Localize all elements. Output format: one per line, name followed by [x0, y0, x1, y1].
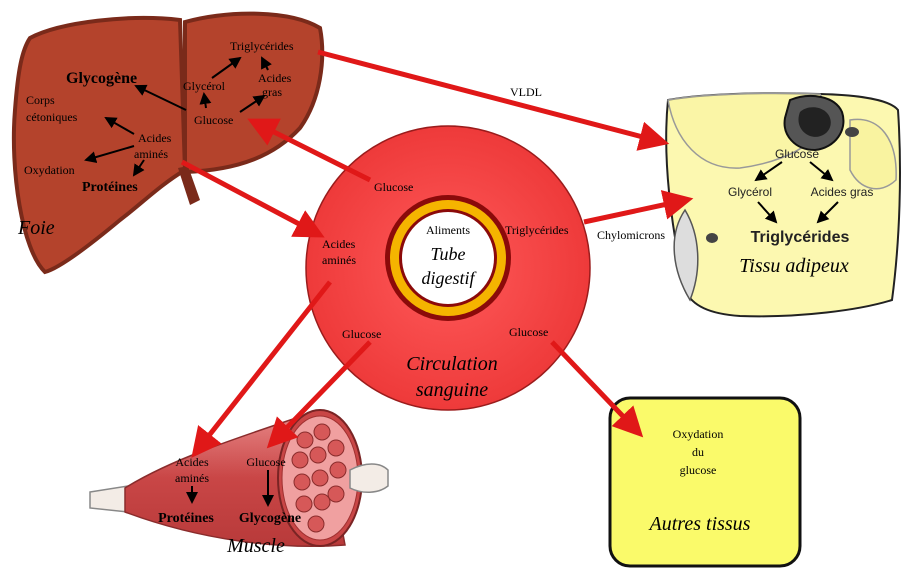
adipose-tissue	[665, 92, 901, 318]
blood-glucose-liver-label: Glucose	[374, 180, 413, 194]
arrow-glycerol-to-tg	[211, 56, 242, 79]
liver-left-lobe	[11, 16, 188, 275]
gut-lumen	[402, 212, 494, 304]
arrow-amino-to-proteins	[132, 159, 145, 177]
arrow-ad-glucose-to-fattyacids	[809, 161, 834, 182]
arrow-glucose-to-fattyacids	[239, 94, 266, 113]
muscle-glucose-label: Glucose	[246, 455, 285, 469]
muscle-amino-line2: aminés	[175, 471, 209, 485]
arrow-amino-to-ketones	[104, 117, 135, 135]
arrow-liver-amino-to-blood	[180, 159, 325, 238]
blood-amino-line1: Acides	[322, 237, 356, 251]
other-oxidation-line3: glucose	[680, 463, 717, 477]
adipose-fattyacids-label: Acides gras	[811, 185, 874, 199]
gallbladder	[178, 166, 200, 205]
muscle-glycogen-label: Glycogène	[239, 511, 301, 526]
blood-glucose-tissues-label: Glucose	[509, 325, 548, 339]
liver-name-label: Foie	[17, 217, 55, 239]
other-tissues-box	[608, 396, 802, 568]
chylomicrons-label: Chylomicrons	[597, 228, 665, 242]
liver-right-lobe	[183, 11, 325, 175]
muscle-proteins-label: Protéines	[158, 511, 214, 526]
arrow-blood-tg-to-adipose	[583, 190, 694, 225]
other-oxidation-line2: du	[692, 445, 704, 459]
arrow-liver-tg-to-adipose	[317, 49, 670, 151]
gut-name-line1: Tube	[430, 244, 465, 264]
liver-glycerol-label: Glycérol	[183, 79, 226, 93]
arrow-blood-amino-to-muscle	[191, 280, 332, 458]
liver-triglycerides-label: Triglycérides	[230, 39, 294, 53]
blood-triglycerides-label: Triglycérides	[505, 223, 569, 237]
arrow-blood-glucose-to-muscle	[266, 340, 372, 449]
arrow-fattyacids-to-tg	[261, 56, 272, 71]
adipose-triglycerides-label: Triglycérides	[751, 229, 850, 246]
liver-oxidation-label: Oxydation	[24, 163, 75, 177]
blood-amino-line2: aminés	[322, 253, 356, 267]
liver-ketones-line2: cétoniques	[26, 110, 78, 124]
other-tissues-name-label: Autres tissus	[648, 513, 751, 535]
arrow-glucose-to-glycerol	[199, 92, 212, 109]
arrow-amino-to-oxidation	[84, 145, 135, 163]
liver-amino-line1: Acides	[138, 131, 172, 145]
gut-food-label: Aliments	[426, 223, 470, 237]
liver-fattyacids-line1: Acides	[258, 71, 292, 85]
muscle-name-label: Muscle	[226, 535, 285, 557]
arrow-ad-glycerol-to-tg	[757, 201, 778, 224]
liver	[11, 11, 325, 275]
muscle-amino-line1: Acides	[175, 455, 209, 469]
mitochondrion-icon	[845, 127, 859, 137]
arrow-blood-glucose-to-liver	[247, 118, 372, 183]
liver-ketones-line1: Corps	[26, 93, 55, 107]
arrow-ad-glucose-to-glycerol	[754, 161, 783, 182]
liver-amino-line2: aminés	[134, 147, 168, 161]
vldl-label: VLDL	[510, 85, 542, 99]
adipose-name-label: Tissu adipeux	[739, 255, 849, 277]
other-oxidation-line1: Oxydation	[673, 427, 724, 441]
arrow-ad-fattyacids-to-tg	[816, 201, 839, 224]
adipose-glucose-label: Glucose	[775, 147, 819, 161]
muscle-tendon-right	[349, 463, 389, 493]
liver-glucose-label: Glucose	[194, 113, 233, 127]
liver-glycogen-label: Glycogène	[66, 70, 137, 87]
liver-proteins-label: Protéines	[82, 180, 138, 195]
liver-fattyacids-line2: gras	[262, 85, 282, 99]
arrow-glucose-to-glycogen	[134, 84, 187, 111]
arrow-blood-glucose-to-tissues	[550, 340, 644, 438]
adipose-glycerol-label: Glycérol	[728, 185, 772, 199]
blood-name-line1: Circulation	[406, 353, 497, 375]
mitochondrion-icon	[706, 233, 718, 243]
blood-name-line2: sanguine	[416, 379, 488, 401]
blood-glucose-muscle-label: Glucose	[342, 327, 381, 341]
muscle-tendon-left	[89, 485, 129, 513]
gut-name-line2: digestif	[422, 268, 478, 288]
